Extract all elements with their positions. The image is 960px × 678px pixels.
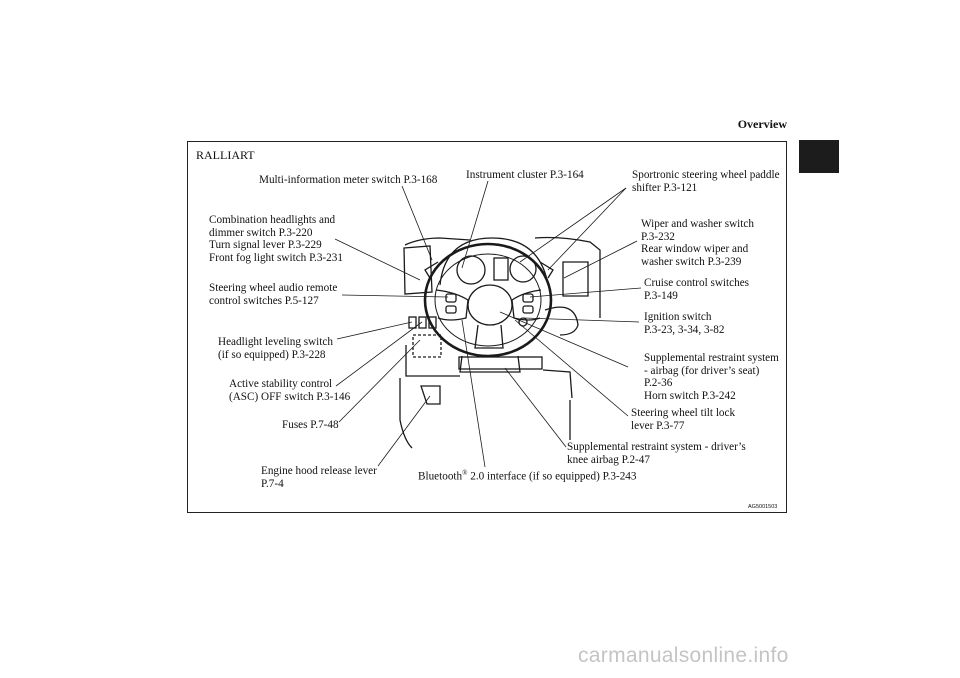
label-instrument-cluster: Instrument cluster P.3-164 — [466, 169, 584, 181]
hood-release-lever — [420, 385, 441, 405]
label-audio-remote-switches: Steering wheel audio remote control swit… — [209, 282, 338, 307]
figure-code: AG5001503 — [748, 504, 778, 510]
label-multi-info-meter-switch: Multi-information meter switch P.3-168 — [259, 174, 438, 186]
section-tab — [799, 140, 839, 173]
label-bluetooth-interface: Bluetooth® 2.0 interface (if so equipped… — [418, 467, 636, 483]
leader-asc — [335, 321, 423, 387]
watermark: carmanualsonline.info — [578, 644, 789, 667]
leader-paddle-right — [547, 187, 627, 271]
dashboard-right-outline — [534, 236, 601, 318]
left-lower-switch — [428, 316, 437, 329]
left-paddle — [424, 261, 439, 279]
right-dash-curve — [544, 306, 579, 336]
right-air-vent — [562, 261, 589, 297]
leader-headlight-leveling — [336, 321, 413, 340]
label-knee-airbag: Supplemental restraint system - driver’s… — [567, 441, 746, 466]
leader-ignition — [523, 317, 640, 323]
left-spoke — [435, 289, 469, 321]
right-gauge — [509, 255, 537, 283]
label-asc-off-switch: Active stability control (ASC) OFF switc… — [229, 378, 351, 403]
leader-multi-info — [401, 185, 433, 261]
right-spoke — [511, 289, 542, 321]
center-display — [493, 257, 509, 281]
figure-frame — [187, 141, 787, 513]
fuse-cover — [412, 334, 442, 358]
leader-instrument-cluster — [461, 180, 489, 269]
cruise-switch-block-2 — [522, 305, 534, 314]
label-paddle-shifter: Sportronic steering wheel paddle shifter… — [632, 169, 780, 194]
label-srs-airbag-horn: Supplemental restraint system - airbag (… — [644, 352, 779, 402]
label-tilt-lock-lever: Steering wheel tilt lock lever P.3-77 — [631, 407, 736, 432]
leader-hood-release — [377, 395, 431, 467]
audio-switch-block — [445, 293, 457, 303]
label-cruise-control-switches: Cruise control switches P.3-149 — [644, 277, 750, 302]
right-paddle — [539, 261, 554, 279]
label-ignition-switch: Ignition switch P.3-23, 3-34, 3-82 — [644, 311, 725, 336]
leader-bluetooth — [461, 319, 486, 468]
lower-dashboard-right — [542, 369, 573, 399]
leader-fuses — [338, 339, 421, 423]
lower-dashboard-left — [405, 345, 460, 377]
steering-wheel-rim — [423, 242, 553, 358]
leader-wiper — [563, 240, 638, 279]
label-combination-headlights: Combination headlights and dimmer switch… — [209, 214, 343, 264]
label-wiper-washer-switch: Wiper and washer switch P.3-232 Rear win… — [641, 218, 754, 268]
label-hood-release-lever: Engine hood release lever P.7-4 — [261, 465, 377, 490]
label-fuses: Fuses P.7-48 — [282, 419, 339, 431]
leader-combination-headlights — [334, 238, 421, 281]
door-line-left — [399, 378, 413, 449]
leader-cruise — [529, 287, 642, 298]
bluetooth-name: Bluetooth — [418, 470, 463, 483]
bluetooth-rest: 2.0 interface (if so equipped) P.3-243 — [467, 470, 637, 483]
leader-audio-remote — [341, 294, 449, 298]
cruise-switch-block — [522, 293, 534, 303]
steering-wheel-inner-rim — [434, 253, 542, 347]
leader-srs-airbag — [499, 311, 629, 368]
registered-mark: ® — [462, 469, 468, 477]
leader-knee-airbag — [504, 367, 567, 448]
left-air-vent — [403, 245, 433, 295]
label-headlight-leveling-switch: Headlight leveling switch (if so equippe… — [218, 336, 333, 361]
asc-off-switch — [418, 316, 427, 329]
audio-switch-block-2 — [445, 305, 457, 314]
figure-title: RALLIART — [196, 148, 255, 162]
instrument-cluster-hood — [439, 237, 549, 286]
knee-airbag-panel — [458, 356, 543, 370]
lower-spoke — [474, 324, 504, 349]
ignition-switch — [518, 317, 528, 327]
steering-column — [459, 355, 521, 373]
leader-paddle-left — [519, 187, 627, 263]
steering-wheel-hub — [467, 284, 513, 326]
leader-tilt-lock — [514, 319, 629, 417]
section-header: Overview — [737, 117, 787, 131]
dashboard-outline — [404, 237, 471, 246]
